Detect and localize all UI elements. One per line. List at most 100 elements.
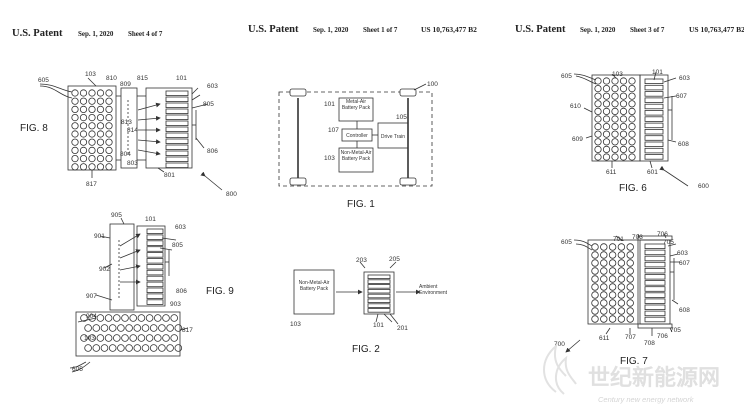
ref-904: 904	[86, 313, 97, 320]
cell	[104, 334, 113, 342]
cell	[628, 77, 636, 85]
cell	[88, 89, 96, 97]
metal-air-cell-block	[587, 239, 639, 325]
ref-103: 103	[612, 71, 623, 78]
cell	[591, 259, 599, 267]
cell-bar	[146, 299, 164, 305]
cell	[149, 324, 158, 332]
ref-705: 705	[670, 327, 681, 334]
cell	[105, 122, 113, 130]
cell	[628, 130, 636, 138]
cell	[158, 324, 166, 332]
ref-201: 201	[397, 325, 408, 332]
cell	[594, 107, 602, 116]
sheet-number: Sheet 4 of 7	[128, 30, 163, 38]
cell	[96, 114, 105, 122]
cell	[162, 334, 170, 342]
cell-bar	[367, 308, 391, 313]
cell-bars	[644, 243, 666, 323]
cell	[96, 155, 105, 163]
cell	[71, 105, 79, 114]
cell-bar	[644, 255, 666, 262]
cell	[145, 334, 154, 342]
cell-bar	[644, 274, 666, 280]
cell	[133, 344, 142, 352]
cell	[170, 314, 179, 322]
ref-603: 603	[207, 83, 218, 90]
cell	[619, 130, 628, 138]
cell	[96, 122, 105, 130]
cell	[96, 105, 105, 114]
cell	[626, 283, 634, 291]
cell	[71, 138, 79, 146]
cell-bar	[146, 287, 164, 293]
cell	[105, 163, 113, 171]
ref-804: 804	[120, 151, 131, 158]
cell	[88, 155, 96, 163]
cell	[105, 130, 113, 138]
figure-7-labels: 605 701 703 706 705 603 607 608 611 707 …	[554, 231, 690, 367]
patent-date: Sep. 1, 2020	[313, 26, 349, 34]
non-metal-air-cell-stack	[639, 74, 669, 162]
cell	[617, 267, 626, 275]
cell	[96, 130, 105, 138]
cell	[145, 314, 154, 322]
cell	[594, 153, 602, 161]
cell	[600, 291, 608, 299]
cell	[88, 130, 96, 138]
cell	[125, 324, 133, 332]
cell	[79, 130, 88, 138]
cell	[600, 283, 608, 291]
ref-610: 610	[570, 103, 581, 110]
vehicle-outline	[278, 91, 433, 187]
cell	[141, 324, 150, 332]
ref-611: 611	[606, 169, 617, 176]
ref-600: 600	[698, 183, 709, 190]
cell	[79, 105, 88, 114]
cell-bar	[644, 141, 664, 147]
cell	[628, 123, 636, 131]
cell	[611, 77, 619, 85]
cell	[600, 275, 608, 283]
cell	[174, 324, 183, 332]
cell	[617, 291, 626, 299]
ref-101: 101	[145, 216, 156, 223]
cell-bar	[644, 310, 666, 317]
figure-2-labels: Non-Metal-Air Battery Pack Ambient Envir…	[290, 256, 447, 355]
cell-bar	[165, 144, 189, 150]
cell	[591, 283, 599, 291]
ref-607: 607	[676, 93, 687, 100]
patent-title: U.S. Patent	[12, 28, 63, 39]
cell-bar	[146, 240, 164, 246]
cell	[608, 251, 617, 259]
cell	[626, 267, 634, 275]
cell	[602, 123, 611, 131]
cell	[71, 89, 79, 97]
metal-air-pack-label: Metal-Air Battery Pack	[342, 99, 370, 111]
ref-809: 809	[120, 81, 131, 88]
cell-bar	[644, 97, 664, 103]
ref-608: 608	[679, 307, 690, 314]
cell-bar	[644, 316, 666, 323]
metal-air-cell-block	[591, 74, 641, 162]
cell	[600, 307, 608, 315]
cell	[121, 314, 129, 322]
ref-608: 608	[678, 141, 689, 148]
ref-609: 609	[572, 136, 583, 143]
ref-603: 603	[677, 250, 688, 257]
cell	[611, 107, 619, 116]
cell	[602, 138, 611, 146]
cell-bar	[644, 292, 666, 298]
cell	[137, 314, 146, 322]
cell-bar	[165, 114, 189, 120]
cell-bar	[644, 135, 664, 141]
ref-813: 813	[121, 119, 132, 126]
cell	[591, 275, 599, 283]
bottom-channel	[637, 323, 673, 329]
cell	[141, 344, 150, 352]
cell	[608, 275, 617, 283]
cell	[619, 92, 628, 100]
cell	[619, 85, 628, 93]
cell	[594, 85, 602, 93]
